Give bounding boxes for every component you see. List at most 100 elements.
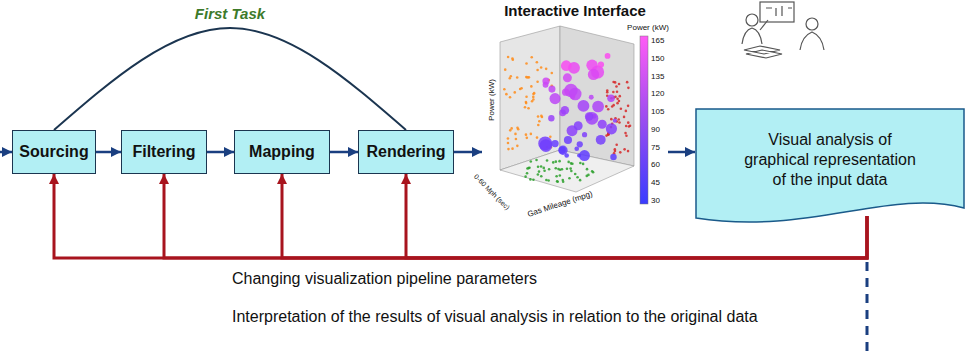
scatter-point [525,133,528,136]
scatter-point [542,77,549,84]
node-text: Sourcing [19,143,88,161]
scatter-point [515,138,518,141]
scatter-point [592,101,604,113]
scatter-point [536,69,539,72]
scatter-point [509,129,512,132]
scatter-point [579,179,582,182]
interactive-interface: Interactive Interface [482,0,668,222]
figure-heading: Interactive Interface [482,0,668,19]
scatter-point [542,167,545,170]
scatter-point [619,151,622,154]
scatter-point [578,100,590,112]
scatter-point [598,61,604,67]
plot-axes [500,26,648,204]
scatter-point [614,148,617,151]
scatter-point [577,141,583,147]
scatter-point [526,172,529,175]
process-box: Mapping [234,130,330,174]
scatter-points [503,53,631,183]
scatter-point [516,76,519,79]
scatter-point [529,178,532,181]
scatter-point [596,135,606,145]
scatter-point [567,161,570,164]
scatter-point [589,95,594,100]
board [760,2,794,22]
scatter-point [555,160,558,163]
scatter-point [536,61,539,64]
scatter-point [558,146,567,155]
scatter-point [623,116,626,119]
scatter-point [510,75,513,78]
scatter-point [503,88,506,91]
flow-arrow [207,151,234,154]
scatter-point [551,140,558,147]
scatter-point [532,93,535,96]
scatter-point [532,96,535,99]
scatter-point [507,142,510,145]
person-head [806,18,818,30]
edge-label: First Task [195,5,265,22]
scatter-point [554,167,557,170]
colorbar-tick: 105 [651,107,664,116]
flow-arrow [668,151,695,154]
scatter-point [509,96,512,99]
color-bar [640,36,648,204]
scatter-point [612,91,615,94]
scatter-point [530,160,533,163]
scatter-point [507,56,510,59]
plot-wall [500,26,560,170]
interpretation-line [866,262,869,356]
input-arrow [0,151,12,154]
colorbar-tick: 75 [651,142,660,151]
scatter-point [540,139,553,152]
board-marks [766,6,792,16]
scatter-point [507,137,510,140]
scatter-point [627,121,630,124]
scatter-point [591,170,594,173]
scatter-point [627,87,630,90]
colorbar-tick: 165 [651,36,664,45]
scatter-point [558,160,561,163]
scatter-point [533,92,536,95]
person-body [742,28,762,44]
scatter-point [606,123,617,134]
scatter-point [545,68,548,71]
axis-label: Power (kW) [487,79,496,121]
scatter-point [615,143,618,146]
flow-arrow [96,151,121,154]
scatter-point [538,170,541,173]
scatter-point [519,88,522,91]
scatter-point [547,179,550,182]
scatter-point [576,176,579,179]
axis-label: Power (kW) [627,23,669,32]
scatter-point [546,159,549,162]
scatter-point [582,163,585,166]
scatter-point [585,112,593,120]
scatter-point [570,170,573,173]
scatter-point [537,124,540,127]
scatter-point [605,53,611,59]
task-arc [54,28,406,130]
process-box: Rendering [358,130,454,174]
scatter-point [525,101,528,104]
scatter-point [614,81,617,84]
scatter-point [620,108,623,111]
axis-label: Gas Mileage (mpg) [526,189,593,219]
scatter-point [579,150,590,161]
scatter-point [626,81,629,84]
process-box: Sourcing [12,130,96,174]
scatter-point [616,90,619,93]
scatter-point [570,94,575,99]
scatter-point [530,133,533,136]
scatter-point [623,148,626,151]
flow-arrow [330,151,358,154]
scatter-point [511,147,514,150]
scatter-point [615,85,618,88]
colorbar-tick: 120 [651,89,664,98]
scatter-point [582,132,587,137]
scatter-point [525,95,528,98]
scatter-point [627,105,630,108]
scatter-point [574,121,583,130]
colorbar-tick: 150 [651,53,664,62]
scatter-point [564,136,572,144]
